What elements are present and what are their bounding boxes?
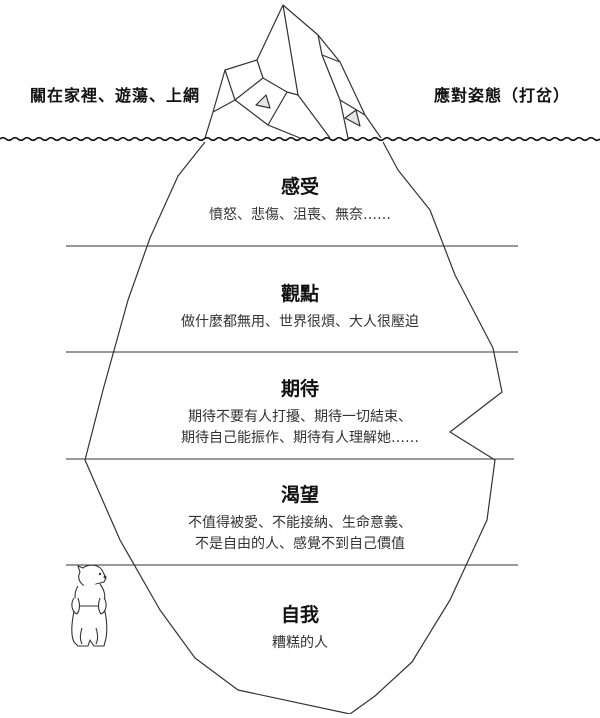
coping-stance-label: 應對姿態（打岔） — [433, 86, 570, 105]
layer-yearnings: 渴望 不值得被愛、不能接納、生命意義、 不是自由的人、感覺不到自己價值 — [60, 480, 540, 555]
layer-title: 感受 — [280, 176, 319, 198]
layer-dividers — [66, 245, 518, 566]
polar-bear-icon — [71, 564, 108, 647]
layer-text: 期待自己能振作、期待有人理解她…… — [181, 430, 419, 446]
layer-title: 渴望 — [280, 484, 319, 506]
layer-title: 觀點 — [280, 283, 319, 305]
behavior-label: 關在家裡、遊蕩、上網 — [30, 86, 201, 105]
layer-self: 自我 糟糕的人 — [60, 600, 540, 654]
water-surface-line — [0, 136, 600, 142]
layer-text: 期待不要有人打擾、期待一切結束、 — [188, 409, 412, 425]
layer-text: 不是自由的人、感覺不到自己價值 — [195, 536, 405, 552]
layer-text: 不值得被愛、不能接納、生命意義、 — [188, 515, 412, 531]
layer-expectations: 期待 期待不要有人打擾、期待一切結束、 期待自己能振作、期待有人理解她…… — [60, 374, 540, 449]
layer-title: 期待 — [280, 378, 319, 400]
layer-text: 做什麼都無用、世界很煩、大人很壓迫 — [181, 314, 419, 330]
layer-title: 自我 — [280, 604, 319, 626]
layer-text: 憤怒、悲傷、沮喪、無奈…… — [209, 207, 391, 223]
iceberg-body — [84, 141, 503, 715]
layer-text: 糟糕的人 — [272, 635, 328, 651]
layer-feelings: 感受 憤怒、悲傷、沮喪、無奈…… — [60, 172, 540, 226]
layer-perceptions: 觀點 做什麼都無用、世界很煩、大人很壓迫 — [60, 279, 540, 333]
iceberg-tip — [204, 4, 382, 139]
